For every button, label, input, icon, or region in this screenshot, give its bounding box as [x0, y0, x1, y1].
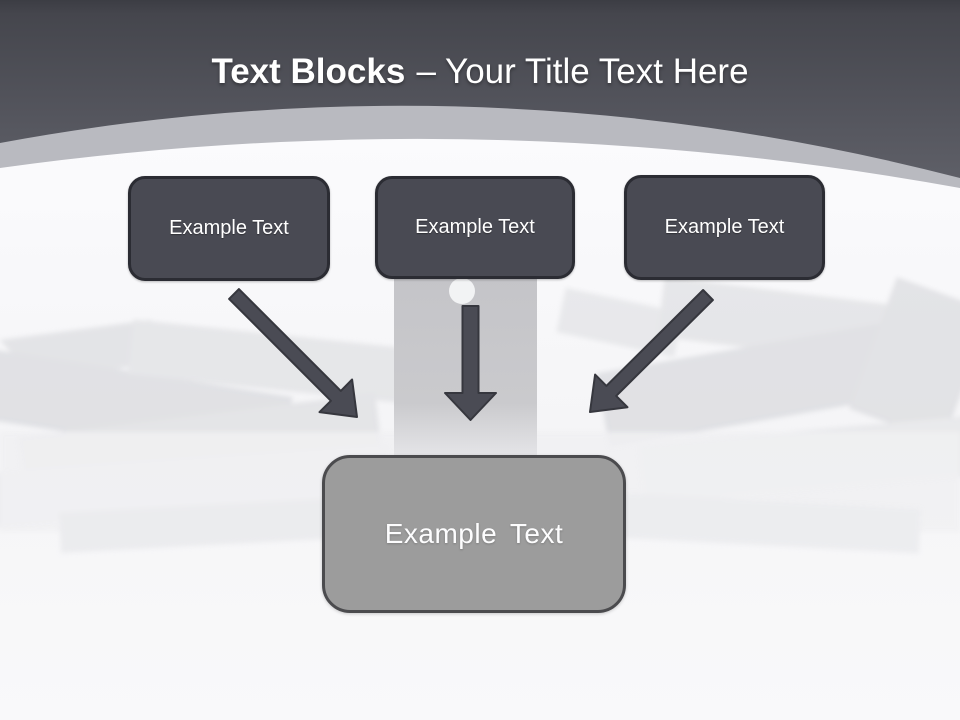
slide-title[interactable]: Text Blocks – Your Title Text Here	[0, 52, 960, 92]
text-block-2[interactable]: Example Text	[375, 176, 575, 279]
text-block-3-label: Example Text	[664, 216, 785, 238]
text-block-1-label: Example Text	[169, 217, 289, 239]
slide-title-bold: Text Blocks	[211, 52, 406, 91]
connector-arrow-right[interactable]	[589, 289, 714, 413]
text-block-2-label: Example Text	[415, 216, 535, 238]
text-block-1[interactable]: Example Text	[128, 176, 330, 281]
target-block-label: Example Text	[384, 518, 564, 549]
header-curve	[0, 0, 960, 178]
text-block-3[interactable]: Example Text	[624, 175, 825, 280]
slide-title-rest: – Your Title Text Here	[416, 52, 749, 91]
domino-dot	[449, 278, 475, 304]
connector-arrow-center[interactable]	[444, 305, 497, 421]
target-block[interactable]: Example Text	[322, 455, 626, 613]
connector-arrow-left[interactable]	[228, 288, 358, 418]
